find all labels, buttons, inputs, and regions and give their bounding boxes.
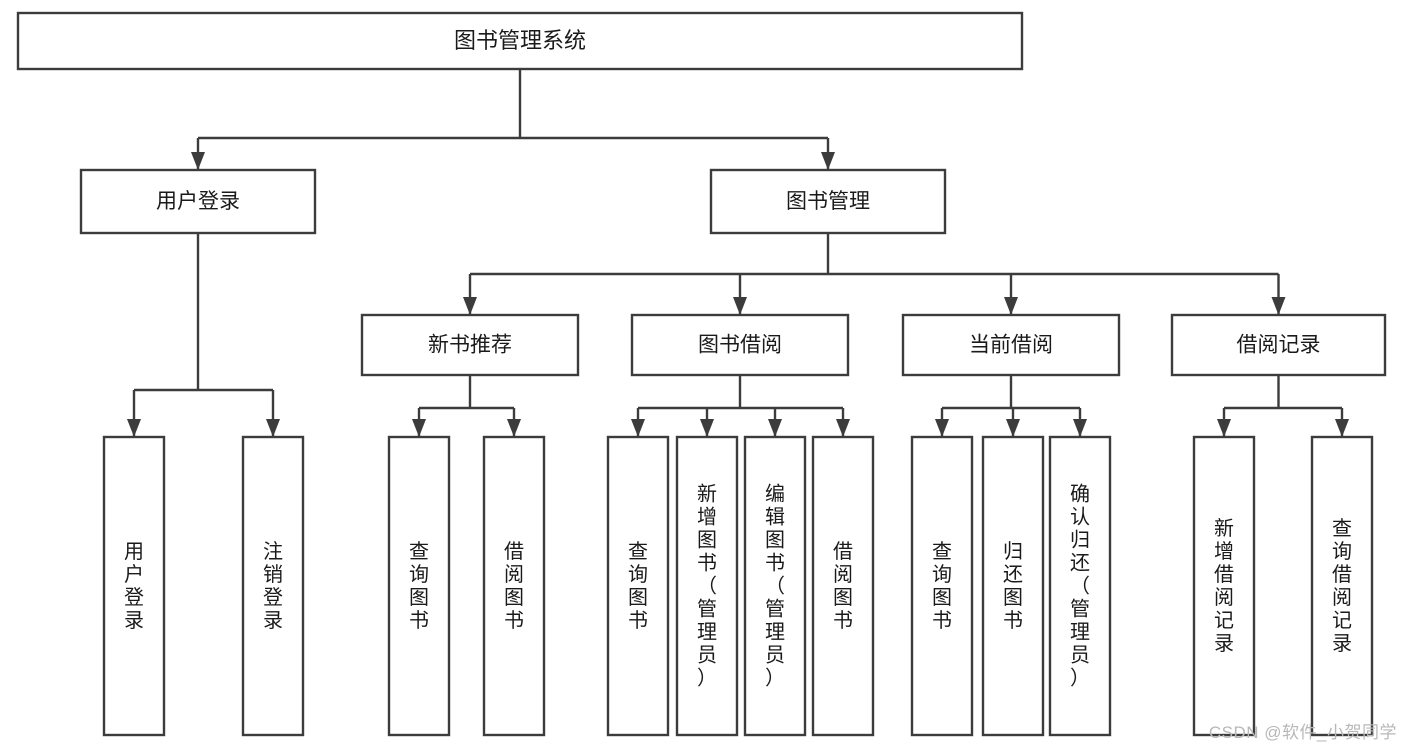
arrow-head-icon — [733, 297, 747, 315]
node-box-rect — [102, 435, 166, 737]
node-leaf-12[interactable]: 查询借阅记录 — [1310, 435, 1374, 737]
watermark-label: CSDN @软件_小贺同学 — [1208, 723, 1397, 742]
node-label: 新增借阅记录 — [1214, 517, 1234, 655]
arrow-head-icon — [1004, 297, 1018, 315]
node-box-rect — [482, 435, 546, 737]
node-leaf-11[interactable]: 新增借阅记录 — [1192, 435, 1256, 737]
arrow-head-icon — [412, 419, 426, 437]
node-box-rect — [1048, 435, 1112, 737]
arrow-head-icon — [127, 419, 141, 437]
node-leaf-10[interactable]: 确认归还（管理员） — [1048, 435, 1112, 737]
node-leaf-6[interactable]: 编辑图书（管理员） — [743, 435, 807, 737]
arrow-head-icon — [700, 419, 714, 437]
arrow-head-icon — [836, 419, 850, 437]
node-box-rect — [981, 435, 1045, 737]
node-box-rect — [79, 168, 317, 235]
node-label: 用户登录 — [124, 541, 144, 632]
node-box-rect — [910, 435, 974, 737]
arrow-head-icon — [1217, 419, 1231, 437]
node-label: 图书管理系统 — [454, 28, 586, 53]
node-box-rect — [675, 435, 739, 737]
node-leaf-9[interactable]: 归还图书 — [981, 435, 1045, 737]
arrow-head-icon — [507, 419, 521, 437]
node-label: 归还图书 — [1003, 540, 1023, 632]
arrow-head-icon — [191, 152, 205, 170]
node-box-rect — [709, 168, 947, 235]
arrow-head-icon — [1006, 419, 1020, 437]
node-box-rect — [811, 435, 875, 737]
node-level2-1[interactable]: 图书管理 — [709, 168, 947, 235]
arrow-head-icon — [768, 419, 782, 437]
node-level3-1[interactable]: 图书借阅 — [630, 313, 850, 377]
node-box-rect — [1192, 435, 1256, 737]
node-label: 注销登录 — [263, 540, 283, 632]
node-label: 查询借阅记录 — [1332, 517, 1352, 655]
node-level3-0[interactable]: 新书推荐 — [360, 313, 580, 377]
node-label: 当前借阅 — [969, 334, 1053, 357]
node-box-rect — [241, 435, 305, 737]
node-leaf-4[interactable]: 查询图书 — [606, 435, 670, 737]
node-label: 用户登录 — [156, 190, 240, 213]
arrow-head-icon — [1335, 419, 1349, 437]
node-leaf-8[interactable]: 查询图书 — [910, 435, 974, 737]
node-box-rect — [387, 435, 451, 737]
connector-edges-layer — [127, 69, 1349, 437]
node-level3-2[interactable]: 当前借阅 — [901, 313, 1121, 377]
node-box-rect — [901, 313, 1121, 377]
node-level2-0[interactable]: 用户登录 — [79, 168, 317, 235]
node-box-rect — [16, 11, 1024, 71]
node-box-rect — [630, 313, 850, 377]
arrow-head-icon — [935, 419, 949, 437]
arrow-head-icon — [631, 419, 645, 437]
node-label: 借阅图书 — [833, 540, 853, 632]
node-leaf-1[interactable]: 注销登录 — [241, 435, 305, 737]
node-label: 图书借阅 — [698, 334, 782, 357]
node-label: 确认归还（管理员） — [1070, 483, 1090, 690]
node-box-rect — [606, 435, 670, 737]
arrow-head-icon — [1271, 297, 1286, 315]
node-box-rect — [743, 435, 807, 737]
node-level3-3[interactable]: 借阅记录 — [1170, 313, 1387, 377]
nodes-layer: 图书管理系统用户登录图书管理新书推荐图书借阅当前借阅借阅记录用户登录注销登录查询… — [16, 11, 1387, 737]
arrow-head-icon — [1073, 419, 1087, 437]
node-leaf-3[interactable]: 借阅图书 — [482, 435, 546, 737]
node-leaf-7[interactable]: 借阅图书 — [811, 435, 875, 737]
node-label: 借阅图书 — [504, 540, 524, 632]
node-label: 借阅记录 — [1237, 334, 1321, 357]
node-label: 图书管理 — [786, 190, 870, 213]
node-root[interactable]: 图书管理系统 — [16, 11, 1024, 71]
node-label: 新书推荐 — [428, 334, 512, 357]
node-leaf-0[interactable]: 用户登录 — [102, 435, 166, 737]
arrow-head-icon — [266, 419, 280, 437]
node-leaf-5[interactable]: 新增图书（管理员） — [675, 435, 739, 737]
node-label: 查询图书 — [628, 540, 648, 632]
node-box-rect — [1170, 313, 1387, 377]
node-box-rect — [360, 313, 580, 377]
node-label: 新增图书（管理员） — [697, 483, 717, 690]
node-box-rect — [1310, 435, 1374, 737]
node-leaf-2[interactable]: 查询图书 — [387, 435, 451, 737]
node-label: 查询图书 — [932, 540, 952, 632]
node-label: 编辑图书（管理员） — [765, 483, 785, 690]
node-label: 查询图书 — [409, 540, 429, 632]
arrow-head-icon — [463, 297, 477, 315]
arrow-head-icon — [821, 152, 835, 170]
